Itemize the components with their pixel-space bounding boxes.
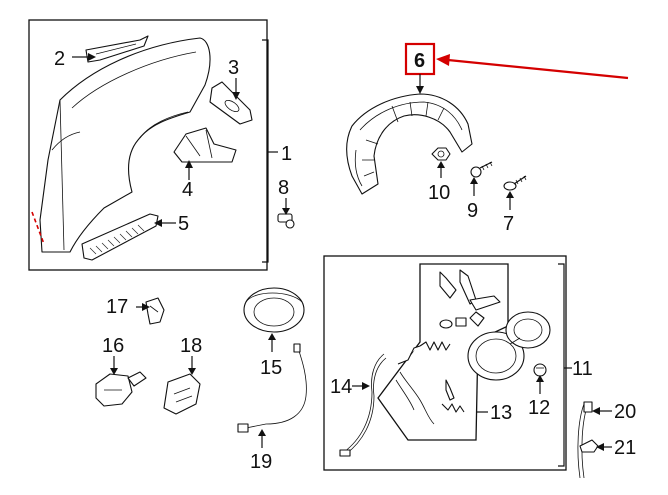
- callout-15: 15: [260, 357, 282, 379]
- highlight-arrow: [447, 58, 629, 80]
- quarter-panel-icon: [31, 37, 211, 253]
- quarter-panel-group: [28, 19, 278, 271]
- latch-icon: [163, 373, 201, 415]
- inner-brace-icon: [173, 127, 237, 163]
- callout-9: 9: [467, 200, 478, 222]
- clip-icon: [277, 213, 295, 229]
- quarter-panel-box: [28, 19, 268, 271]
- upper-bracket-icon: [85, 35, 149, 63]
- callout-19: 19: [250, 451, 272, 473]
- release-cable-icon: [339, 353, 387, 457]
- hinge-icon: [439, 269, 501, 329]
- bracket-icon: [209, 81, 253, 125]
- callout-17: 17: [106, 296, 128, 318]
- grommet-icon: [579, 439, 599, 453]
- callout-18: 18: [180, 335, 202, 357]
- callout-4: 4: [182, 179, 193, 201]
- callout-5: 5: [178, 213, 189, 235]
- callout-14: 14: [330, 376, 352, 398]
- drain-hose-icon: [237, 343, 307, 433]
- actuator-icon: [95, 371, 147, 407]
- fuel-door-box: [323, 255, 567, 471]
- fuel-door-group: [323, 255, 572, 471]
- spring-icon: [419, 341, 465, 413]
- wheelhouse-liner-icon: [346, 93, 473, 195]
- callout-13: 13: [490, 402, 512, 424]
- cut-line: [31, 211, 45, 245]
- sill-extension-icon: [81, 213, 159, 261]
- rod-icon: [577, 401, 593, 479]
- small-bracket-icon: [145, 297, 165, 325]
- callout-2: 2: [54, 48, 65, 70]
- callout-6: 6: [414, 50, 425, 72]
- cap-icon: [533, 363, 547, 377]
- callout-7: 7: [503, 213, 514, 235]
- callout-16: 16: [102, 335, 124, 357]
- callout-21: 21: [614, 437, 636, 459]
- callout-20: 20: [614, 401, 636, 423]
- filler-housing-icon: [243, 287, 305, 333]
- fuel-door-icon: [467, 311, 551, 381]
- callout-8: 8: [278, 177, 289, 199]
- callout-3: 3: [228, 57, 239, 79]
- actuator-rod-icon: [395, 345, 455, 425]
- callout-11: 11: [572, 358, 593, 380]
- callout-1: 1: [281, 143, 292, 165]
- screw-icon: [470, 161, 493, 178]
- bolt-icon: [503, 175, 527, 191]
- nut-icon: [431, 147, 451, 161]
- callout-12: 12: [528, 397, 550, 419]
- callout-10: 10: [428, 182, 450, 204]
